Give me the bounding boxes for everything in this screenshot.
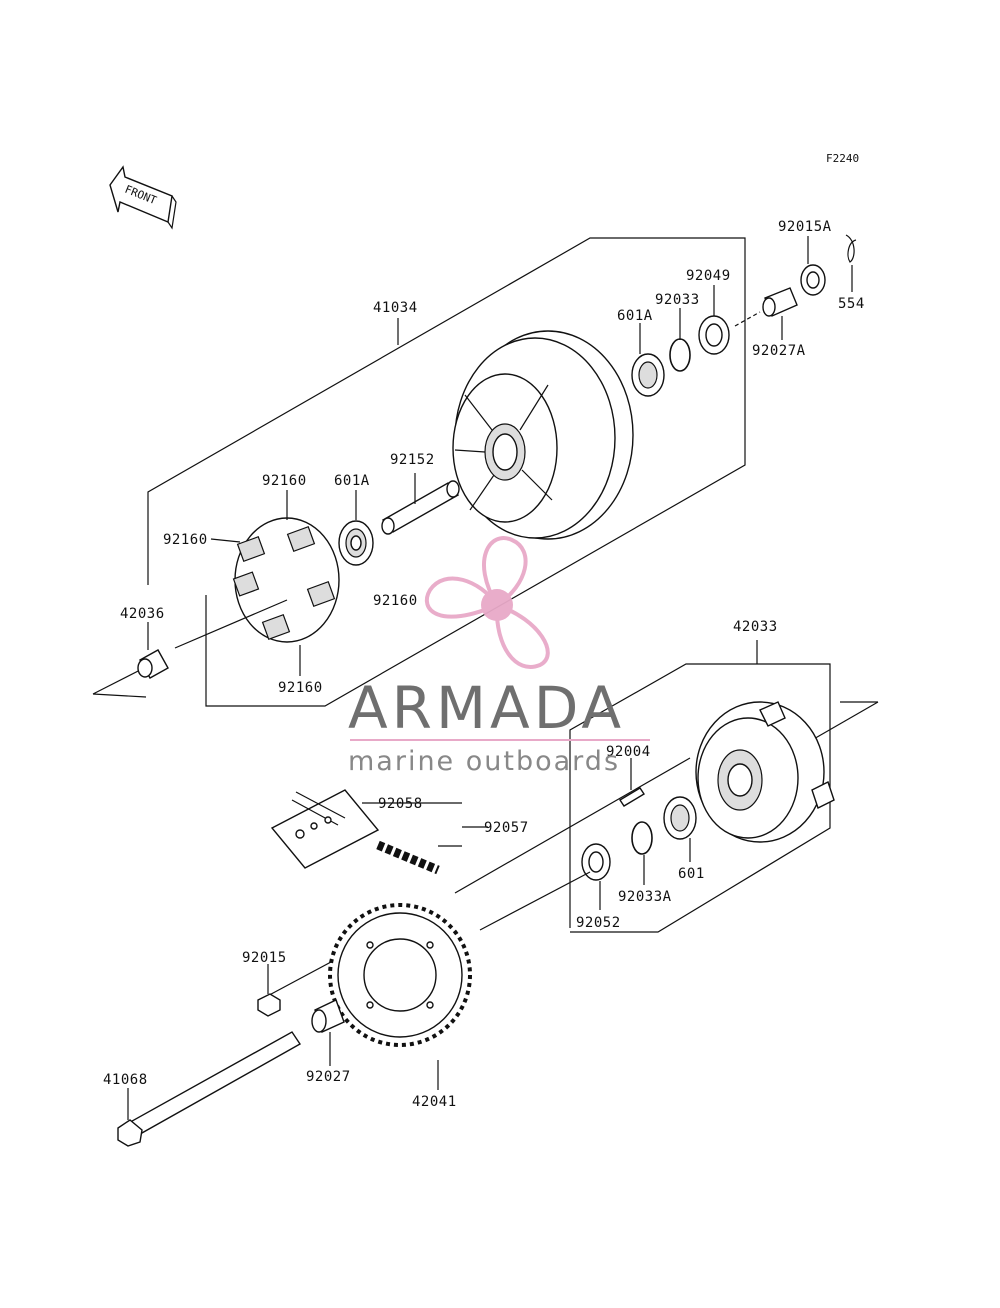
label-92058: 92058 bbox=[378, 796, 423, 812]
watermark-brand: ARMADA bbox=[348, 674, 625, 742]
nut-92015A bbox=[800, 236, 826, 296]
sprocket-group-frame bbox=[569, 640, 879, 933]
spacer-92152 bbox=[381, 473, 460, 535]
label-92004: 92004 bbox=[606, 744, 651, 760]
label-92057: 92057 bbox=[484, 820, 529, 836]
label-92027A: 92027A bbox=[752, 343, 806, 359]
label-92152: 92152 bbox=[390, 452, 435, 468]
label-92033A: 92033A bbox=[618, 889, 672, 905]
circlip-92033A bbox=[631, 821, 653, 885]
bearing-601A-top bbox=[631, 323, 665, 397]
label-92049: 92049 bbox=[686, 268, 731, 284]
label-92027: 92027 bbox=[306, 1069, 351, 1085]
seal-92052 bbox=[581, 843, 611, 910]
nut-92015 bbox=[257, 964, 281, 1017]
axle-41068 bbox=[117, 1031, 302, 1147]
label-601A-mid: 601A bbox=[334, 473, 370, 489]
label-41068: 41068 bbox=[103, 1072, 148, 1088]
collar-92027 bbox=[311, 999, 345, 1066]
collar-42036 bbox=[137, 622, 169, 679]
armada-logo-icon bbox=[424, 536, 550, 669]
label-554: 554 bbox=[838, 296, 865, 312]
damper-92160 bbox=[174, 490, 340, 676]
bearing-601A-mid bbox=[338, 490, 374, 566]
label-41034: 41034 bbox=[373, 300, 418, 316]
label-92160-d: 92160 bbox=[278, 680, 323, 696]
label-92160-c: 92160 bbox=[373, 593, 418, 609]
stud-92004 bbox=[619, 758, 645, 807]
collar-92027A bbox=[734, 287, 798, 340]
label-601: 601 bbox=[678, 866, 705, 882]
seal-92049 bbox=[698, 285, 730, 355]
diagram-code: F2240 bbox=[826, 152, 859, 165]
circlip-92033 bbox=[669, 308, 691, 372]
front-arrow-icon: FRONT bbox=[109, 165, 177, 230]
bearing-601 bbox=[663, 796, 697, 862]
label-42033: 42033 bbox=[733, 619, 778, 635]
coupling-42033 bbox=[695, 701, 835, 843]
label-92052: 92052 bbox=[576, 915, 621, 931]
label-42041: 42041 bbox=[412, 1094, 457, 1110]
label-92015: 92015 bbox=[242, 950, 287, 966]
rear-wheel-41034 bbox=[452, 330, 634, 540]
watermark-tagline: marine outboards bbox=[348, 746, 620, 777]
cotter-pin-554 bbox=[845, 234, 857, 292]
label-42036: 42036 bbox=[120, 606, 165, 622]
label-92160-a: 92160 bbox=[262, 473, 307, 489]
label-92015A: 92015A bbox=[778, 219, 832, 235]
label-601A-top: 601A bbox=[617, 308, 653, 324]
label-92033: 92033 bbox=[655, 292, 700, 308]
sprocket-42041 bbox=[328, 903, 472, 1090]
drive-chain-92057 bbox=[270, 789, 488, 875]
label-92160-b: 92160 bbox=[163, 532, 208, 548]
